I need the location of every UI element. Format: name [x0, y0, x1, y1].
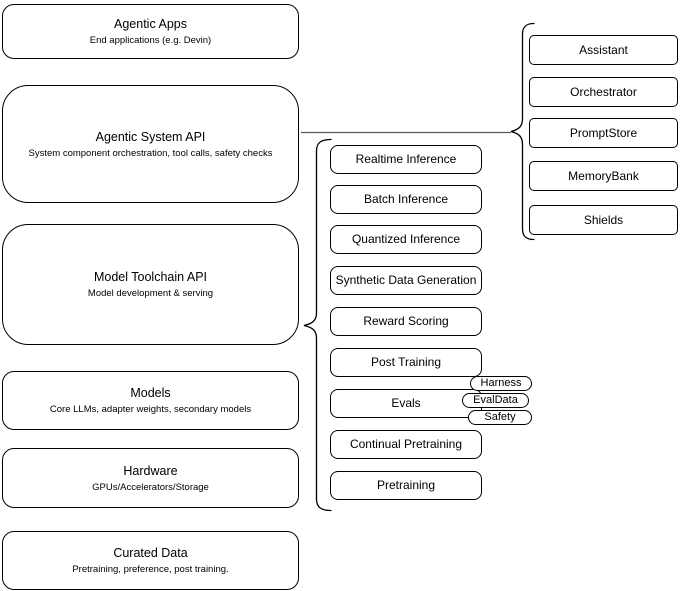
- layer-box-agentic-system-api: Agentic System API System component orch…: [2, 85, 299, 203]
- layer-subtitle: System component orchestration, tool cal…: [28, 147, 273, 159]
- toolchain-item-box: Pretraining: [330, 471, 482, 500]
- layer-subtitle: End applications (e.g. Devin): [89, 35, 212, 46]
- component-box: Orchestrator: [529, 77, 678, 107]
- toolchain-item-box: Synthetic Data Generation: [330, 266, 482, 295]
- layer-box-models: Models Core LLMs, adapter weights, secon…: [2, 371, 299, 430]
- evals-tag-pill: EvalData: [462, 393, 529, 408]
- toolchain-item-box: Continual Pretraining: [330, 430, 482, 459]
- toolchain-item-label: Post Training: [370, 355, 442, 369]
- layer-subtitle: Pretraining, preference, post training.: [72, 564, 229, 575]
- component-box: Shields: [529, 205, 678, 235]
- toolchain-brace: [303, 138, 332, 512]
- toolchain-item-box: Batch Inference: [330, 185, 482, 214]
- toolchain-item-label: Synthetic Data Generation: [335, 273, 477, 287]
- layer-title: Model Toolchain API: [93, 270, 208, 284]
- layer-subtitle: GPUs/Accelerators/Storage: [92, 481, 209, 493]
- toolchain-item-label: Realtime Inference: [355, 152, 457, 166]
- layer-title: Models: [130, 386, 171, 400]
- toolchain-item-box: Realtime Inference: [330, 145, 482, 174]
- toolchain-item-box: Reward Scoring: [330, 307, 482, 336]
- layer-title: Agentic Apps: [114, 17, 187, 31]
- toolchain-item-label: Evals: [391, 396, 421, 410]
- layer-box-model-toolchain-api: Model Toolchain API Model development & …: [2, 224, 299, 345]
- layer-title: Agentic System API: [95, 129, 206, 144]
- toolchain-item-box: Quantized Inference: [330, 225, 482, 254]
- toolchain-item-label: Batch Inference: [363, 192, 449, 206]
- layer-title: Curated Data: [113, 546, 188, 560]
- component-box: PromptStore: [529, 118, 678, 148]
- component-box: MemoryBank: [529, 161, 678, 191]
- component-label: MemoryBank: [568, 168, 639, 183]
- layer-box-hardware: Hardware GPUs/Accelerators/Storage: [2, 448, 299, 508]
- toolchain-item-label: Reward Scoring: [363, 314, 449, 328]
- toolchain-item-box-evals: Evals: [330, 389, 482, 418]
- layer-box-agentic-apps: Agentic Apps End applications (e.g. Devi…: [2, 4, 299, 59]
- toolchain-item-label: Continual Pretraining: [349, 437, 463, 451]
- toolchain-item-label: Quantized Inference: [351, 232, 461, 246]
- layer-title: Hardware: [123, 463, 178, 478]
- components-brace: [510, 22, 535, 241]
- component-label: Orchestrator: [570, 84, 637, 99]
- toolchain-item-box: Post Training: [330, 348, 482, 377]
- evals-tag-pill: Harness: [470, 376, 532, 391]
- component-label: Shields: [583, 212, 624, 227]
- toolchain-item-label: Pretraining: [376, 478, 436, 492]
- component-label: PromptStore: [569, 125, 638, 140]
- evals-tag-pill: Safety: [468, 410, 532, 425]
- component-label: Assistant: [579, 42, 628, 57]
- layer-subtitle: Model development & serving: [87, 288, 214, 299]
- layer-box-curated-data: Curated Data Pretraining, preference, po…: [2, 531, 299, 590]
- component-box: Assistant: [529, 35, 678, 65]
- layer-subtitle: Core LLMs, adapter weights, secondary mo…: [49, 404, 252, 415]
